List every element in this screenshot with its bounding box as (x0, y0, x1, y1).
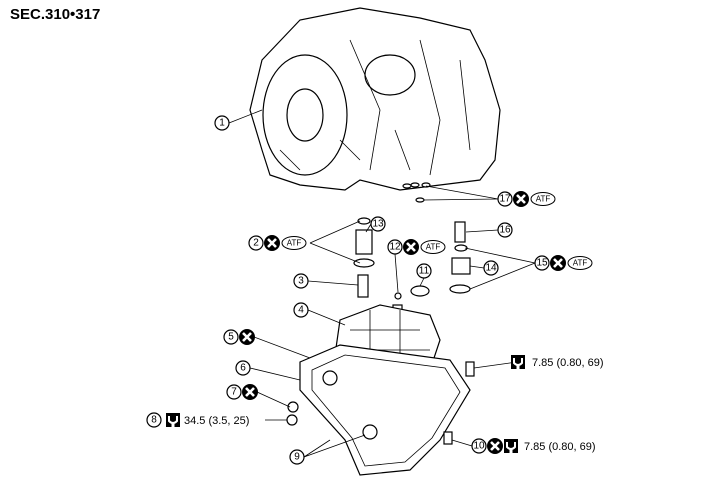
svg-text:1: 1 (219, 118, 225, 129)
callouts: 1 2 3 4 5 6 7 8 9 10 11 12 13 14 15 16 1… (146, 115, 550, 465)
callout-6: 6 (235, 360, 251, 376)
callout-11: 11 (416, 263, 432, 279)
bolts (286, 361, 475, 445)
section-title: SEC.310•317 (10, 6, 101, 23)
svg-text:16: 16 (499, 225, 511, 236)
torque-spec-upper-bolt: 7.85 (0.80, 69) (532, 357, 604, 369)
callout-9: 9 (289, 449, 305, 465)
x-circle-icon (485, 436, 505, 456)
svg-text:13: 13 (372, 219, 384, 230)
svg-text:8: 8 (151, 415, 157, 426)
torque-wrench-icon (503, 438, 519, 454)
small-parts (353, 182, 471, 318)
atf-badges: ATF ATF ATF ATF (281, 192, 593, 270)
torque-specs: 7.85 (0.80, 69) 34.5 (3.5, 25) 7.85 (0.8… (165, 354, 604, 454)
svg-text:ATF: ATF (536, 195, 551, 204)
x-circle-icon (401, 237, 421, 257)
svg-text:14: 14 (485, 263, 497, 274)
callout-14: 14 (483, 260, 499, 276)
svg-text:7: 7 (231, 387, 237, 398)
svg-text:6: 6 (240, 363, 246, 374)
torque-wrench-icon (510, 354, 526, 370)
callout-16: 16 (497, 222, 513, 238)
callout-5: 5 (223, 329, 239, 345)
callout-17: 17 (497, 191, 513, 207)
torque-spec-pan-bolt: 7.85 (0.80, 69) (524, 441, 596, 453)
transmission-case (249, 7, 501, 191)
svg-text:15: 15 (536, 258, 548, 269)
svg-text:10: 10 (473, 441, 485, 452)
svg-text:9: 9 (294, 452, 300, 463)
callout-8: 8 (146, 412, 162, 428)
svg-text:5: 5 (228, 332, 234, 343)
callout-3: 3 (293, 273, 309, 289)
leader-lines (228, 109, 536, 458)
svg-text:3: 3 (298, 276, 304, 287)
callout-4: 4 (293, 302, 309, 318)
x-circle-icon (262, 233, 282, 253)
svg-text:ATF: ATF (573, 259, 588, 268)
svg-text:2: 2 (253, 238, 259, 249)
callout-13: 13 (370, 216, 386, 232)
x-circle-icon (237, 327, 257, 347)
svg-text:ATF: ATF (426, 243, 441, 252)
svg-text:17: 17 (499, 194, 511, 205)
callout-7: 7 (226, 384, 242, 400)
svg-text:4: 4 (298, 305, 304, 316)
torque-wrench-icon (165, 412, 181, 428)
x-circle-icon (240, 382, 260, 402)
callout-10: 10 (471, 438, 487, 454)
oil-pan (299, 344, 471, 476)
torque-spec-drain-plug: 34.5 (3.5, 25) (184, 415, 249, 427)
callout-12: 12 (387, 239, 403, 255)
callout-2: 2 (248, 235, 264, 251)
svg-text:ATF: ATF (287, 239, 302, 248)
svg-text:11: 11 (419, 266, 430, 277)
svg-text:12: 12 (389, 242, 401, 253)
callout-1: 1 (214, 115, 230, 131)
x-circle-icon (511, 189, 531, 209)
callout-15: 15 (534, 255, 550, 271)
x-circle-icon (548, 253, 568, 273)
